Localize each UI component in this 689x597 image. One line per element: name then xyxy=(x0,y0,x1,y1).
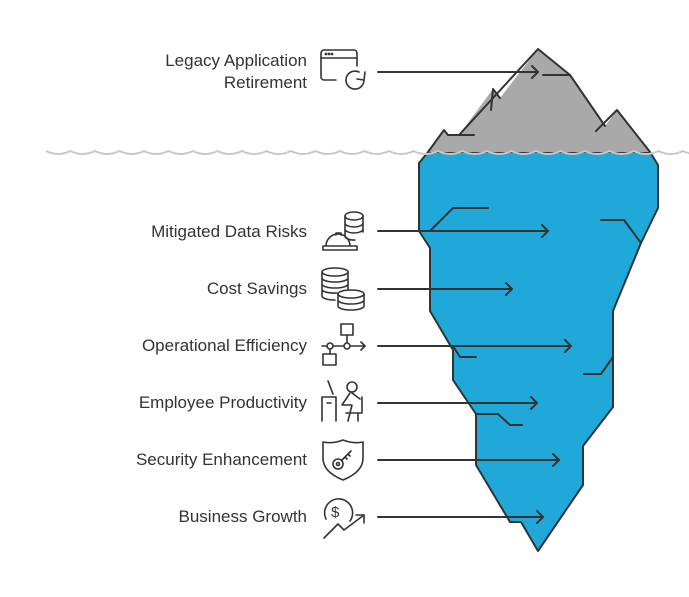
label-line-2: Retirement xyxy=(223,73,307,92)
shield-key-icon xyxy=(322,439,364,481)
label-line-1: Legacy Application xyxy=(165,51,307,70)
label-legacy-application-retirement: Legacy Application Retirement xyxy=(165,50,307,94)
label-employee-productivity: Employee Productivity xyxy=(138,393,307,412)
arrow-1 xyxy=(377,65,539,79)
label-operational-efficiency: Operational Efficiency xyxy=(141,336,307,355)
arrow-3 xyxy=(377,282,513,296)
arrow-4 xyxy=(377,339,572,353)
person-at-desk-icon xyxy=(321,380,363,422)
database-hardhat-icon xyxy=(322,211,364,251)
waterline xyxy=(45,149,689,155)
label-cost-savings: Cost Savings xyxy=(206,279,307,298)
iceberg-underwater xyxy=(418,151,659,552)
workflow-icon xyxy=(321,323,366,366)
arrow-6 xyxy=(377,453,560,467)
label-business-growth: Business Growth xyxy=(178,507,308,526)
label-security-enhancement: Security Enhancement xyxy=(135,450,307,469)
coin-stacks-icon xyxy=(321,267,365,311)
iceberg-tip-outline xyxy=(427,129,449,153)
iceberg-tip xyxy=(428,49,650,152)
arrow-7 xyxy=(377,510,544,524)
arrow-5 xyxy=(377,396,538,410)
dollar-growth-icon: $ xyxy=(323,498,365,539)
browser-refresh-icon xyxy=(320,49,366,90)
arrow-2 xyxy=(377,224,549,238)
label-mitigated-data-risks: Mitigated Data Risks xyxy=(151,222,307,241)
svg-text:$: $ xyxy=(331,504,340,521)
